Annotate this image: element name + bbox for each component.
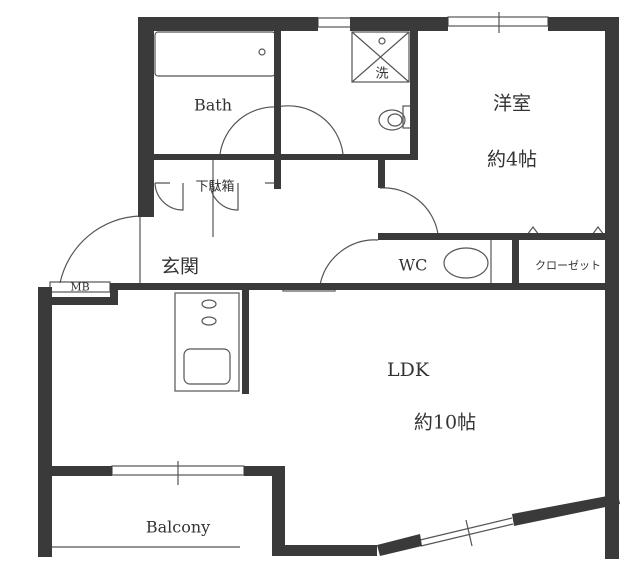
door-arc-western xyxy=(379,187,439,235)
toilet-upper xyxy=(378,109,406,131)
room-label-mb: MB xyxy=(70,280,90,294)
window-top xyxy=(447,16,549,27)
room-label-western: 洋室 xyxy=(492,92,532,115)
room-label-ldk: LDK xyxy=(386,359,430,381)
walls xyxy=(38,17,620,559)
room-size-western: 約4帖 xyxy=(486,148,538,171)
room-label-entrance: 玄関 xyxy=(160,255,200,278)
room-label-bath: Bath xyxy=(193,95,233,115)
bathtub-drain xyxy=(258,48,266,56)
door-arc-wc xyxy=(319,239,379,286)
entrance-door-arc xyxy=(59,215,141,284)
bathtub xyxy=(154,31,276,77)
room-size-ldk: 約10帖 xyxy=(413,411,477,434)
kitchen-sink xyxy=(183,348,231,385)
door-arc-bath xyxy=(219,106,278,155)
room-label-shoe-cabinet: 下駄箱 xyxy=(195,179,235,195)
window-ldk xyxy=(419,517,514,547)
washer-label: 洗 xyxy=(375,66,389,82)
washer-pan xyxy=(351,31,410,83)
toilet-wc xyxy=(443,247,489,279)
shoe-cabinet-doors xyxy=(154,182,278,211)
room-label-wc: WC xyxy=(398,255,428,275)
kitchen-counter xyxy=(174,292,240,392)
room-label-balcony: Balcony xyxy=(145,517,211,537)
door-arc-washroom xyxy=(276,105,344,155)
room-label-closet: クローゼット xyxy=(535,259,601,272)
